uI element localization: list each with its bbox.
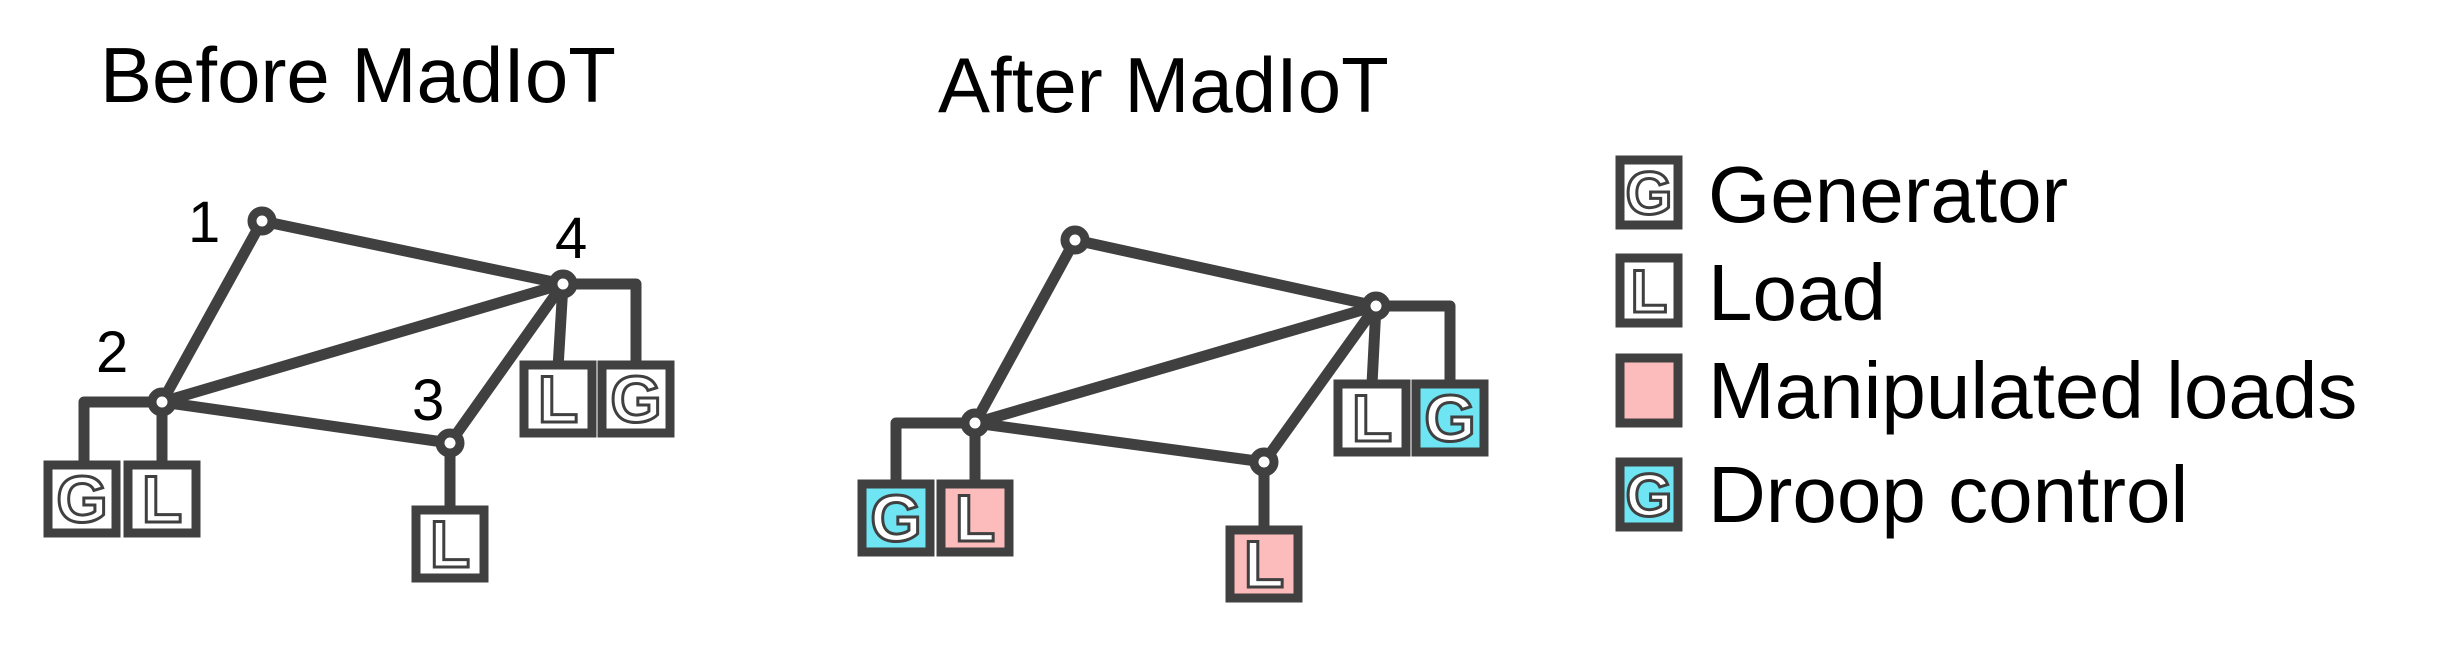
legend-load-label: Load [1708,248,1886,337]
after-bus-1 [1060,225,1090,255]
line-2-3 [156,396,456,449]
bus-label-1: 1 [188,190,220,255]
before-title: Before MadIoT [100,31,616,119]
load-icon [1615,253,1683,328]
bus-2 [147,387,177,417]
svg-text:G: G [610,362,661,436]
bus-1 [247,206,277,236]
after-title: After MadIoT [938,41,1389,129]
after-bus-3 [1249,447,1279,477]
legend-generator-label: Generator [1708,150,2068,239]
svg-text:G: G [870,481,921,555]
legend-generator: G Generator [1615,150,2068,239]
load-bus4: L [519,360,597,438]
droop-generator-bus2: G [857,479,935,557]
generator-bus4: G [597,360,675,438]
manipulated-load-bus2: L [936,479,1014,557]
svg-text:G: G [1626,462,1673,529]
after-stub-bus4-generator [1370,300,1456,390]
line-1-2 [156,215,268,408]
bus-4 [548,269,578,299]
stub-bus2-generator [78,396,168,471]
after-bus-4 [1361,291,1391,321]
svg-text:L: L [1631,258,1668,325]
legend-manipulated: Manipulated loads [1615,346,2357,435]
load-bus4-after: L [1333,379,1411,457]
legend-droop-label: Droop control [1708,450,2188,539]
svg-text:L: L [538,362,578,436]
legend-load: L Load [1615,248,1886,337]
after-stub-bus2-generator [890,417,981,490]
line-1-4 [256,215,569,290]
svg-text:L: L [1352,381,1392,455]
svg-text:G: G [1424,381,1475,455]
after-bus-2 [960,408,990,438]
after-line-1-4 [1069,234,1382,312]
load-bus3: L [411,505,489,583]
bus-label-4: 4 [555,206,587,271]
manipulated-load-icon [1615,353,1683,428]
line-2-4 [156,278,569,408]
manipulated-load-bus3: L [1225,525,1303,603]
bus-label-2: 2 [96,320,128,385]
stub-bus4-generator [557,278,642,374]
legend-manipulated-label: Manipulated loads [1708,346,2357,435]
svg-text:G: G [1626,160,1673,227]
after-diagram: After MadIoT G L L [857,41,1489,603]
legend: G Generator L Load Manipulated loads G D… [1615,150,2357,539]
bus-3 [435,428,465,458]
svg-text:G: G [56,462,107,536]
svg-text:L: L [1244,527,1284,601]
line-3-4 [444,278,569,449]
generator-bus2: G [43,460,121,538]
load-bus2: L [123,460,201,538]
bus-label-3: 3 [412,368,444,433]
after-line-3-4 [1258,300,1382,468]
svg-text:L: L [142,462,182,536]
legend-droop: G Droop control [1615,450,2188,539]
after-line-1-2 [969,234,1081,429]
after-line-2-4 [969,300,1382,429]
svg-text:L: L [430,507,470,581]
generator-icon [1615,155,1683,230]
before-diagram: Before MadIoT 1 2 3 4 G L [43,31,675,583]
after-line-2-3 [969,417,1270,468]
droop-generator-bus4: G [1411,379,1489,457]
svg-text:L: L [955,481,995,555]
droop-control-icon [1615,457,1683,532]
